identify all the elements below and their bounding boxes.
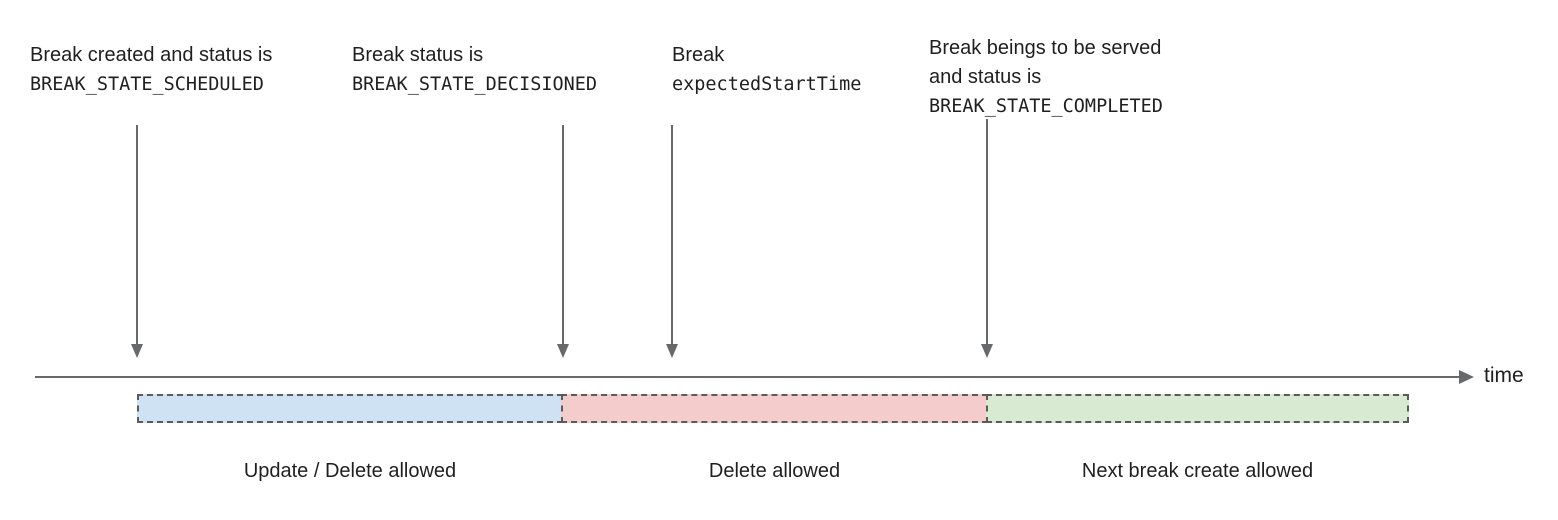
annotation-break-scheduled: Break created and status is BREAK_STATE_… bbox=[30, 41, 272, 99]
annotation-state-code: BREAK_STATE_DECISIONED bbox=[352, 74, 598, 95]
down-arrow-head-icon bbox=[557, 344, 569, 358]
zone-update-delete-allowed bbox=[137, 394, 563, 423]
down-arrow-line bbox=[562, 125, 564, 344]
zone-label-delete: Delete allowed bbox=[708, 460, 841, 482]
annotation-text: Break bbox=[672, 44, 725, 66]
annotation-expected-start-time: Break expectedStartTime bbox=[672, 41, 861, 99]
annotation-break-completed: Break beings to be served and status is … bbox=[929, 34, 1163, 121]
zone-next-break-create-allowed bbox=[986, 394, 1409, 423]
down-arrow-line bbox=[986, 119, 988, 344]
annotation-text: Break beings to be served bbox=[929, 37, 1162, 59]
timeline-axis-label: time bbox=[1484, 364, 1524, 387]
annotation-text: Break created and status is bbox=[30, 44, 273, 66]
annotation-state-code: BREAK_STATE_SCHEDULED bbox=[30, 74, 264, 95]
annotation-state-code: BREAK_STATE_COMPLETED bbox=[929, 96, 1163, 117]
annotation-field-code: expectedStartTime bbox=[672, 74, 862, 95]
annotation-text: Break status is bbox=[352, 44, 484, 66]
down-arrow-head-icon bbox=[131, 344, 143, 358]
annotation-text: and status is bbox=[929, 66, 1042, 88]
zone-label-update-delete: Update / Delete allowed bbox=[243, 460, 457, 482]
down-arrow-line bbox=[136, 125, 138, 344]
down-arrow-head-icon bbox=[666, 344, 678, 358]
down-arrow-line bbox=[671, 125, 673, 344]
timeline-axis bbox=[35, 376, 1459, 378]
annotation-break-decisioned: Break status is BREAK_STATE_DECISIONED bbox=[352, 41, 597, 99]
down-arrow-head-icon bbox=[981, 344, 993, 358]
zone-delete-allowed bbox=[561, 394, 988, 423]
zone-label-next-break-create: Next break create allowed bbox=[1081, 460, 1314, 482]
right-arrow-icon bbox=[1459, 370, 1474, 384]
